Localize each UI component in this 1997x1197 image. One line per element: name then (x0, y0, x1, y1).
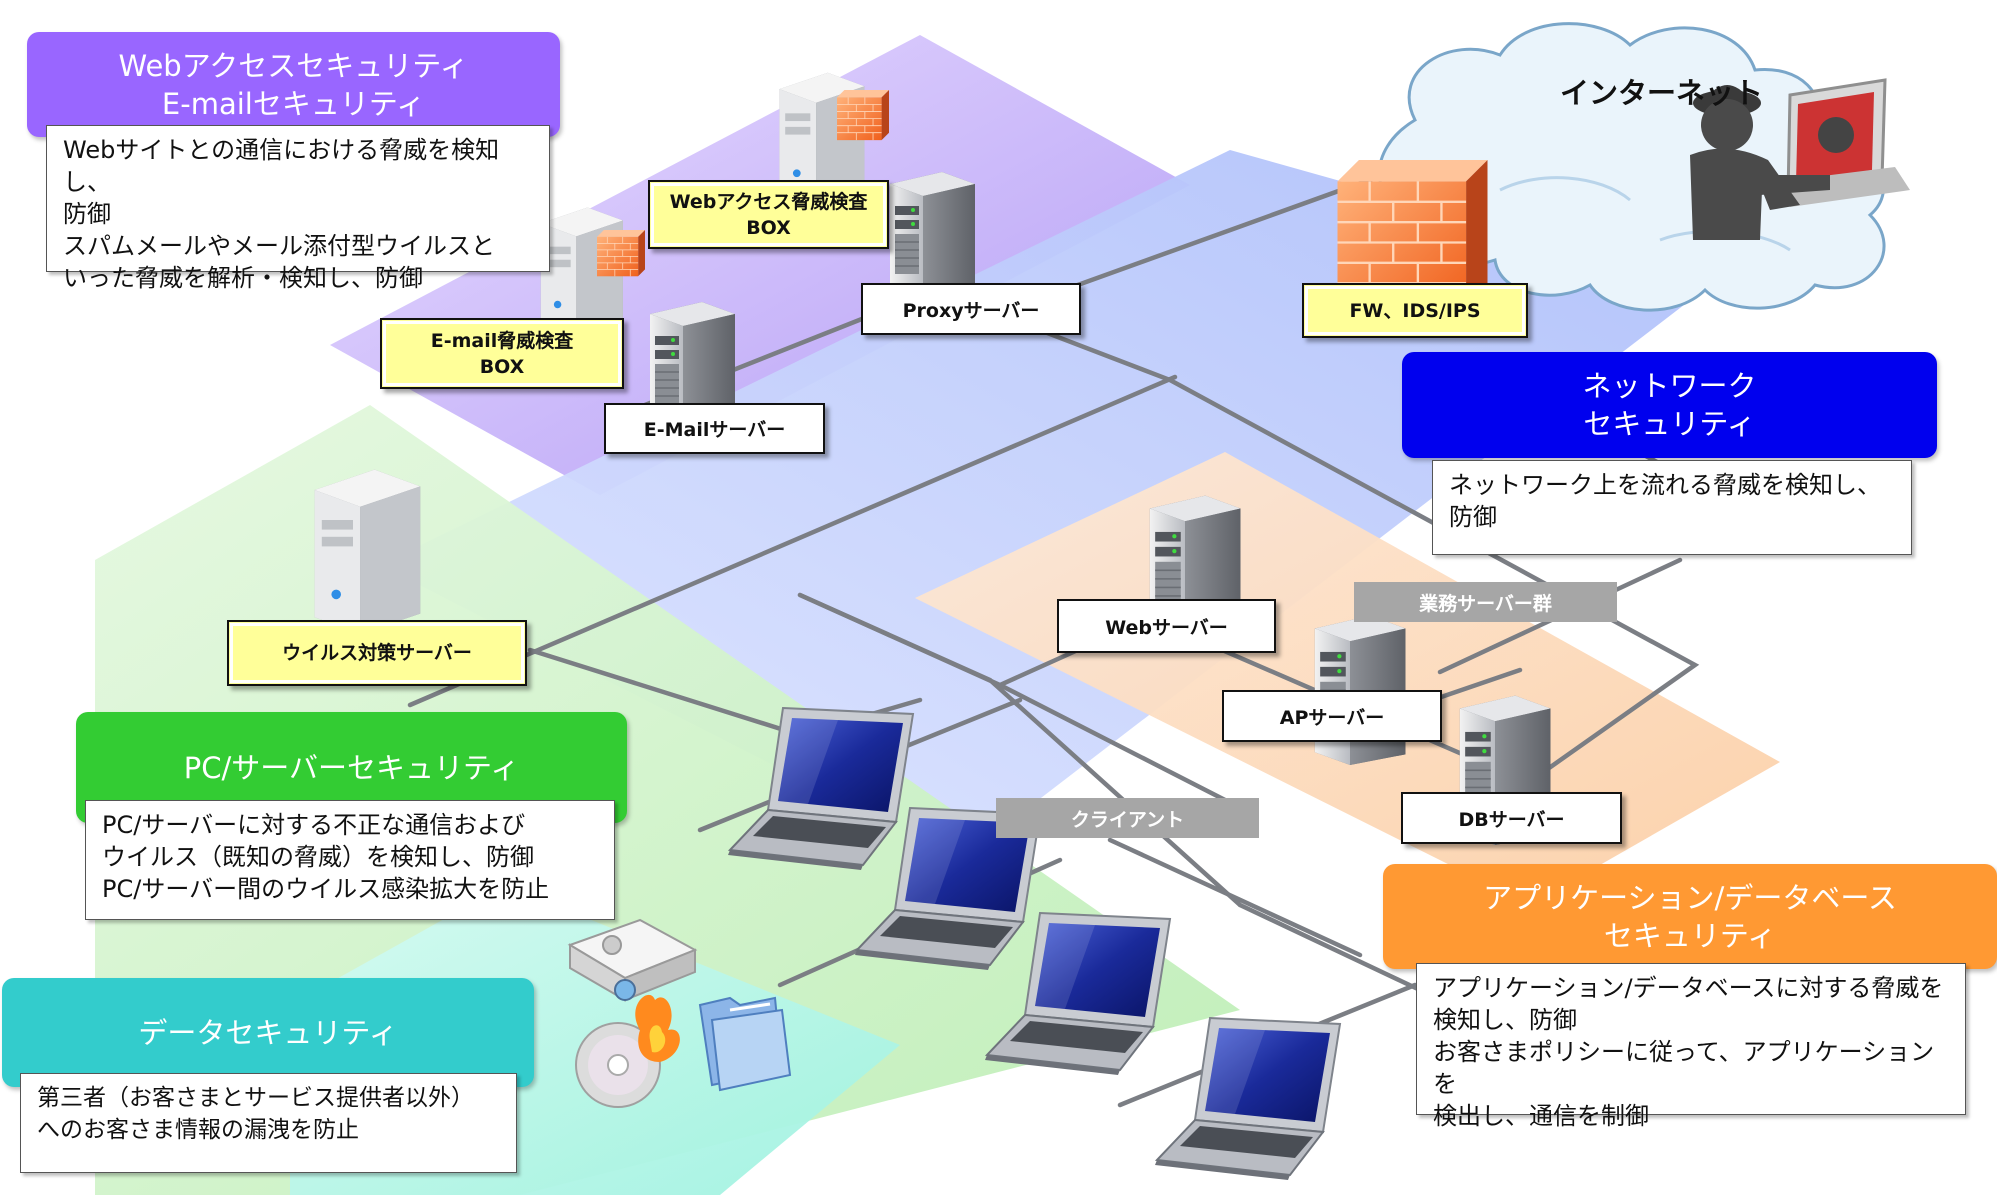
antivirus-server-label: ウイルス対策サーバー (227, 620, 527, 686)
web-email-description: Webサイトとの通信における脅威を検知し、 防御 スパムメールやメール添付型ウイ… (46, 125, 550, 292)
projector-icon (567, 918, 698, 1002)
network-title-line2: セキュリティ (1583, 407, 1756, 441)
app-db-description: アプリケーション/データベースに対する脅威を 検知し、防御 お客さまポリシーに従… (1416, 963, 1966, 1130)
data-description: 第三者（お客さまとサービス提供者以外） へのお客さま情報の漏洩を防止 (20, 1073, 517, 1173)
network-security-header: ネットワーク セキュリティ (1402, 352, 1937, 458)
proxy-server-label: Proxyサーバー (861, 283, 1081, 335)
web-access-box-label: Webアクセス脅威検査 BOX (648, 180, 889, 249)
network-title-line1: ネットワーク (1582, 369, 1757, 403)
hacker-icon (1690, 78, 1910, 240)
server-icon (314, 469, 421, 634)
app-db-title-line1: アプリケーション/データベース (1483, 880, 1897, 915)
laptop-icon (1155, 1017, 1341, 1180)
firewall-icon (596, 230, 646, 277)
ap-server-label: APサーバー (1222, 690, 1442, 742)
network-description: ネットワーク上を流れる脅威を検知し、 防御 (1432, 460, 1912, 555)
app-db-security-header: アプリケーション/データベース セキュリティ (1383, 864, 1997, 969)
internet-label: インターネット (1560, 76, 1764, 110)
folder-icon (698, 996, 792, 1092)
data-title: データセキュリティ (138, 1015, 398, 1050)
disc-icon (575, 994, 680, 1108)
client-label: クライアント (996, 798, 1259, 838)
pc-server-title: PC/サーバーセキュリティ (183, 750, 520, 785)
email-server-label: E-Mailサーバー (604, 403, 825, 454)
web-email-security-header: Webアクセスセキュリティ E-mailセキュリティ (27, 32, 560, 137)
web-email-title-line2: E-mailセキュリティ (161, 86, 426, 121)
email-box-line2: BOX (479, 355, 525, 378)
web-access-box-line1: Webアクセス脅威検査 (669, 190, 868, 213)
email-box-line1: E-mail脅威検査 (430, 329, 574, 352)
data-security-header: データセキュリティ (2, 978, 534, 1087)
db-server-label: DBサーバー (1401, 792, 1622, 844)
web-server-label: Webサーバー (1057, 599, 1276, 653)
web-access-box-line2: BOX (746, 216, 791, 239)
fw-ids-ips-label: FW、IDS/IPS (1302, 283, 1528, 338)
app-db-title-line2: セキュリティ (1603, 918, 1777, 953)
firewall-icon (836, 90, 890, 141)
email-box-label: E-mail脅威検査 BOX (380, 318, 624, 389)
business-servers-label: 業務サーバー群 (1354, 582, 1617, 622)
web-email-title-line1: Webアクセスセキュリティ (118, 48, 469, 83)
pc-server-description: PC/サーバーに対する不正な通信および ウイルス（既知の脅威）を検知し、防御 P… (85, 800, 615, 920)
